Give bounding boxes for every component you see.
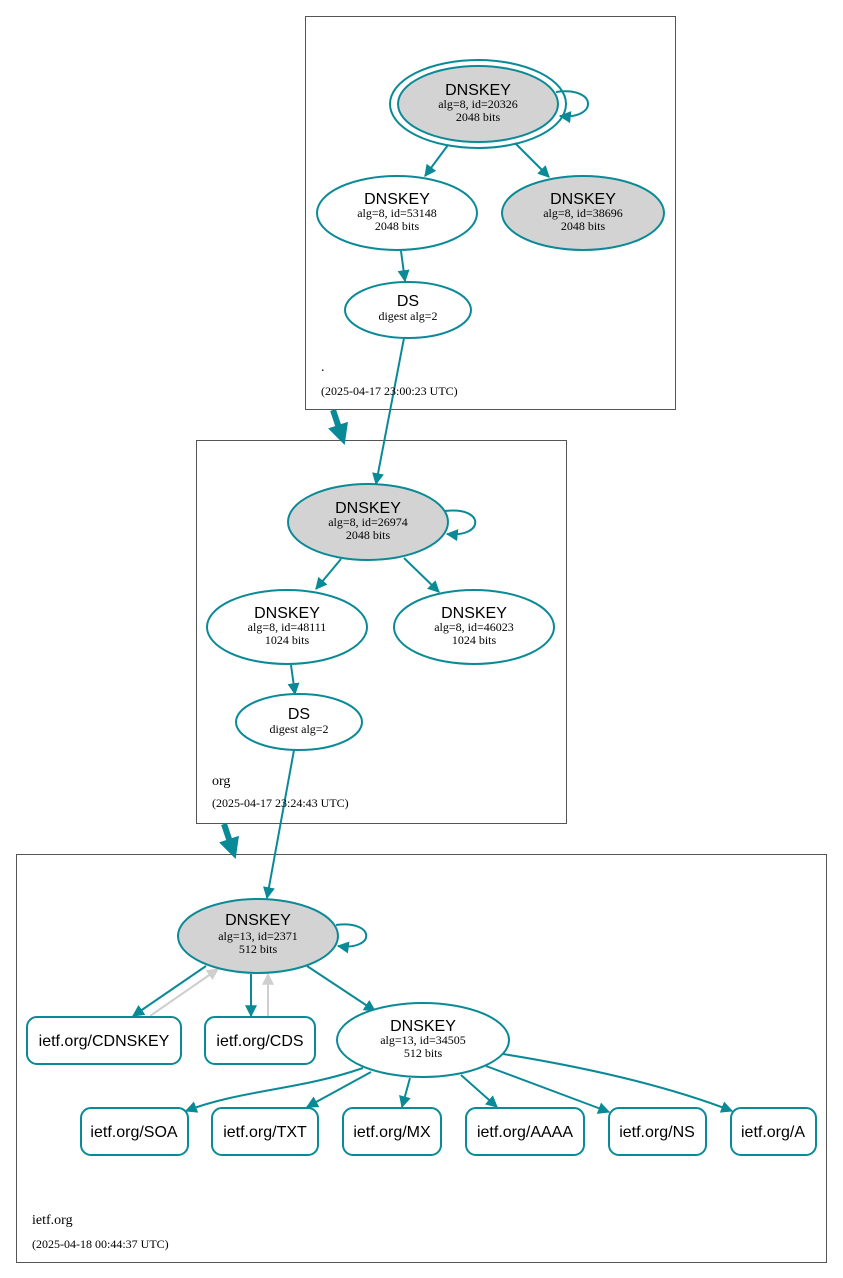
zone-ietf-name: ietf.org [32, 1213, 73, 1228]
dnskey-node-root-53148[interactable]: DNSKEY alg=8, id=53148 2048 bits [316, 175, 478, 251]
zone-ietf-timestamp: (2025-04-18 00:44:37 UTC) [32, 1237, 169, 1251]
rrset-node-aaaa[interactable]: ietf.org/AAAA [465, 1107, 585, 1156]
zone-root-timestamp: (2025-04-17 23:00:23 UTC) [321, 384, 458, 398]
node-alg-label: alg=8, id=53148 [357, 206, 437, 220]
rrset-node-a[interactable]: ietf.org/A [730, 1107, 817, 1156]
edge-cdnskey-to-ietf-ksk [149, 968, 219, 1017]
rrset-label: ietf.org/MX [353, 1124, 431, 1141]
node-type-label: DNSKEY [364, 191, 430, 208]
rrset-node-ns[interactable]: ietf.org/NS [608, 1107, 707, 1156]
node-bits-label: 2048 bits [375, 219, 420, 233]
node-type-label: DNSKEY [441, 605, 507, 622]
rrset-label: ietf.org/AAAA [477, 1124, 573, 1141]
dnskey-node-ietf-34505[interactable]: DNSKEY alg=13, id=34505 512 bits [336, 1002, 510, 1078]
edge-34505-to-soa [184, 1067, 364, 1113]
node-digest-label: digest alg=2 [378, 309, 437, 323]
rrset-label: ietf.org/A [741, 1124, 805, 1141]
node-type-label: DNSKEY [335, 500, 401, 517]
rrset-label: ietf.org/CDNSKEY [39, 1033, 170, 1050]
dnskey-node-org-46023[interactable]: DNSKEY alg=8, id=46023 1024 bits [393, 589, 555, 665]
node-type-label: DS [397, 293, 419, 310]
node-type-label: DNSKEY [445, 82, 511, 99]
node-bits-label: 1024 bits [452, 633, 497, 647]
node-alg-label: alg=8, id=20326 [438, 97, 518, 111]
edge-org-ksk-self [444, 509, 477, 542]
rrset-node-cdnskey[interactable]: ietf.org/CDNSKEY [26, 1016, 182, 1065]
node-type-label: DNSKEY [550, 191, 616, 208]
dnskey-node-ietf-2371[interactable]: DNSKEY alg=13, id=2371 512 bits [177, 898, 339, 974]
dnskey-node-org-48111[interactable]: DNSKEY alg=8, id=48111 1024 bits [206, 589, 368, 665]
rrset-label: ietf.org/CDS [216, 1033, 303, 1050]
node-digest-label: digest alg=2 [269, 722, 328, 736]
edge-org-ksk-to-46023 [403, 557, 440, 593]
edge-org-ksk-to-48111 [315, 558, 342, 590]
edge-root-ksk-to-53148 [424, 144, 449, 177]
ds-node-org[interactable]: DS digest alg=2 [235, 693, 363, 751]
zone-root-name: . [321, 360, 325, 375]
node-bits-label: 2048 bits [346, 528, 391, 542]
node-type-label: DNSKEY [254, 605, 320, 622]
node-alg-label: alg=13, id=34505 [380, 1033, 466, 1047]
rrset-label: ietf.org/NS [619, 1124, 695, 1141]
dnskey-node-root-38696[interactable]: DNSKEY alg=8, id=38696 2048 bits [501, 175, 665, 251]
dnskey-node-org-26974[interactable]: DNSKEY alg=8, id=26974 2048 bits [287, 483, 449, 561]
node-alg-label: alg=8, id=26974 [328, 515, 408, 529]
edge-34505-to-aaaa [460, 1074, 498, 1108]
zone-org-timestamp: (2025-04-17 23:24:43 UTC) [212, 796, 349, 810]
node-alg-label: alg=13, id=2371 [218, 929, 298, 943]
rrset-node-cds[interactable]: ietf.org/CDS [204, 1016, 316, 1065]
node-bits-label: 2048 bits [456, 110, 501, 124]
node-alg-label: alg=8, id=46023 [434, 620, 514, 634]
edge-34505-to-ns [485, 1065, 611, 1114]
rrset-label: ietf.org/TXT [223, 1124, 307, 1141]
dnskey-node-root-20326[interactable]: DNSKEY alg=8, id=20326 2048 bits [389, 59, 567, 149]
edge-root-ds-to-org-ksk [372, 337, 405, 486]
node-type-label: DNSKEY [390, 1018, 456, 1035]
node-bits-label: 1024 bits [265, 633, 310, 647]
node-bits-label: 2048 bits [561, 219, 606, 233]
rrset-label: ietf.org/SOA [90, 1124, 177, 1141]
node-alg-label: alg=8, id=48111 [248, 620, 327, 634]
node-bits-label: 512 bits [404, 1046, 443, 1060]
delegation-org-ietf-arrow [219, 823, 239, 859]
node-type-label: DS [288, 706, 310, 723]
rrset-node-soa[interactable]: ietf.org/SOA [80, 1107, 189, 1156]
edge-root-ksk-to-38696 [514, 142, 550, 178]
edge-ietf-ksk-self [335, 923, 368, 954]
rrset-node-txt[interactable]: ietf.org/TXT [211, 1107, 319, 1156]
node-alg-label: alg=8, id=38696 [543, 206, 623, 220]
edge-ietf-ksk-to-34505 [306, 965, 377, 1012]
node-bits-label: 512 bits [239, 942, 278, 956]
edge-root-ksk-self [555, 90, 589, 124]
edge-34505-to-mx [399, 1077, 411, 1109]
edge-org-ds-to-ietf-ksk [263, 749, 295, 900]
edge-34505-to-a [502, 1053, 734, 1113]
edge-org-48111-to-ds [287, 664, 300, 696]
edge-34505-to-txt [305, 1071, 372, 1108]
edge-ietf-ksk-to-cdnskey [132, 965, 207, 1017]
ds-node-root[interactable]: DS digest alg=2 [344, 281, 472, 339]
delegation-root-org-arrow [328, 409, 348, 445]
rrset-node-mx[interactable]: ietf.org/MX [342, 1107, 442, 1156]
node-type-label: DNSKEY [225, 912, 291, 929]
edge-root-53148-to-ds [397, 250, 410, 283]
zone-org-name: org [212, 774, 230, 789]
